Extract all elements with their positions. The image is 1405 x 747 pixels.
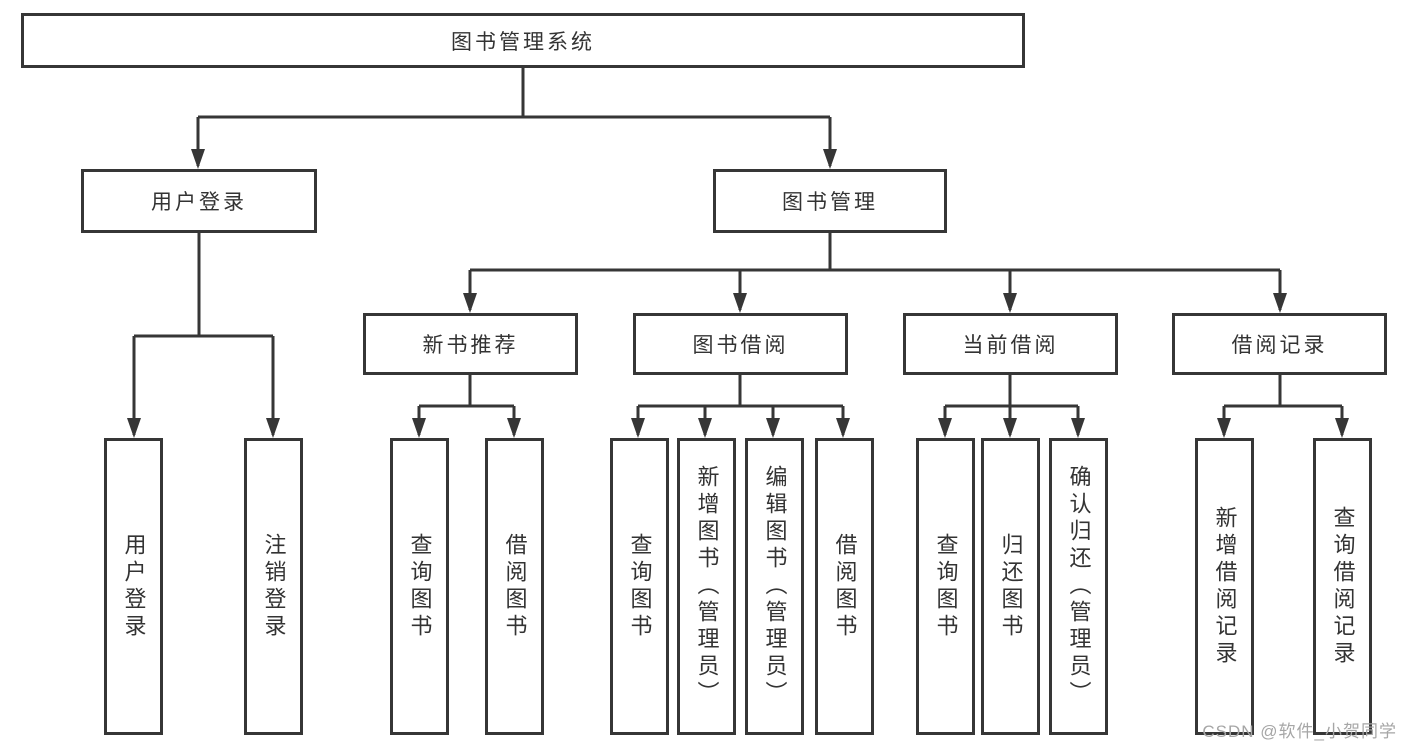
node-label: 新增图书（管理员） bbox=[694, 465, 720, 708]
node-system-root: 图书管理系统 bbox=[21, 13, 1025, 68]
node-label: 借阅图书 bbox=[502, 532, 528, 641]
node-label: 用户登录 bbox=[151, 191, 247, 214]
leaf-confirm-return-admin: 确认归还（管理员） bbox=[1049, 438, 1108, 735]
node-new-book-recommend: 新书推荐 bbox=[363, 313, 578, 375]
node-label: 查询图书 bbox=[407, 532, 433, 641]
node-label: 查询借阅记录 bbox=[1330, 505, 1356, 668]
node-label: 新增借阅记录 bbox=[1212, 505, 1238, 668]
node-label: 图书借阅 bbox=[692, 334, 789, 357]
leaf-return-books: 归还图书 bbox=[981, 438, 1040, 735]
leaf-user-login: 用户登录 bbox=[104, 438, 163, 735]
node-label: 借阅记录 bbox=[1231, 334, 1328, 357]
node-label: 编辑图书（管理员） bbox=[762, 465, 788, 708]
node-label: 借阅图书 bbox=[832, 532, 858, 641]
node-user-login: 用户登录 bbox=[81, 169, 317, 233]
leaf-logout: 注销登录 bbox=[244, 438, 303, 735]
leaf-borrow-books-recommend: 借阅图书 bbox=[485, 438, 544, 735]
node-label: 查询图书 bbox=[933, 532, 959, 641]
arrowheads bbox=[127, 149, 1349, 438]
node-label: 归还图书 bbox=[998, 532, 1024, 641]
leaf-add-books-admin: 新增图书（管理员） bbox=[677, 438, 736, 735]
leaf-query-books-borrowing: 查询图书 bbox=[610, 438, 669, 735]
leaf-add-borrow-record: 新增借阅记录 bbox=[1195, 438, 1254, 735]
node-label: 注销登录 bbox=[261, 532, 287, 641]
leaf-query-books-current: 查询图书 bbox=[916, 438, 975, 735]
node-label: 新书推荐 bbox=[422, 334, 519, 357]
node-label: 查询图书 bbox=[627, 532, 653, 641]
node-book-borrowing: 图书借阅 bbox=[633, 313, 848, 375]
leaf-borrow-books: 借阅图书 bbox=[815, 438, 874, 735]
leaf-query-borrow-record: 查询借阅记录 bbox=[1313, 438, 1372, 735]
node-book-management: 图书管理 bbox=[713, 169, 947, 233]
node-label: 图书管理 bbox=[782, 191, 878, 214]
node-current-borrowing: 当前借阅 bbox=[903, 313, 1118, 375]
node-label: 确认归还（管理员） bbox=[1066, 465, 1092, 708]
node-label: 当前借阅 bbox=[962, 334, 1059, 357]
csdn-watermark: CSDN @软件_小贺同学 bbox=[1202, 722, 1397, 741]
leaf-query-books-recommend: 查询图书 bbox=[390, 438, 449, 735]
node-label: 用户登录 bbox=[121, 532, 147, 641]
node-label: 图书管理系统 bbox=[451, 30, 595, 54]
node-borrowing-records: 借阅记录 bbox=[1172, 313, 1387, 375]
leaf-edit-books-admin: 编辑图书（管理员） bbox=[745, 438, 804, 735]
